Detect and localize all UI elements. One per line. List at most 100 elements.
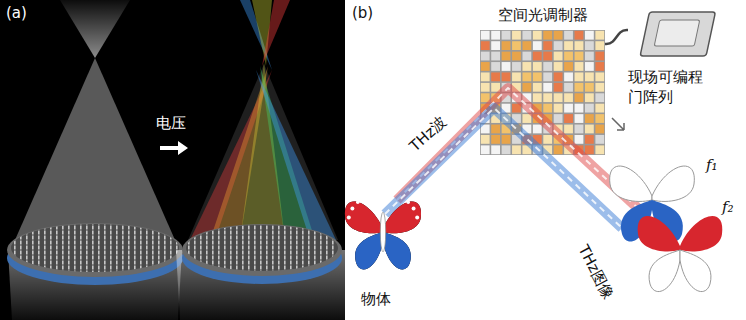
slm-pixel — [585, 83, 594, 92]
slm-pixel — [564, 41, 573, 50]
slm-pixel — [595, 125, 604, 134]
slm-box: 空间光调制器 — [480, 6, 605, 156]
slm-pixel — [522, 52, 531, 61]
slm-pixel — [575, 31, 584, 40]
slm-pixel — [575, 72, 584, 81]
slm-pixel — [481, 135, 490, 144]
slm-pixel — [575, 135, 584, 144]
thz-beams — [385, 88, 642, 228]
slm-pixel — [575, 83, 584, 92]
slm-pixel — [575, 52, 584, 61]
slm-pixel — [543, 62, 552, 71]
slm-pixel — [564, 93, 573, 102]
slm-pixel — [502, 145, 511, 154]
slm-pixel — [502, 41, 511, 50]
slm-pixel — [533, 125, 542, 134]
slm-pixel — [533, 72, 542, 81]
slm-pixel — [585, 62, 594, 71]
panel-label: (a) — [6, 4, 27, 22]
slm-pixel — [595, 104, 604, 113]
slm-pixel — [512, 41, 521, 50]
voltage-arrow — [160, 141, 188, 155]
slm-pixel — [502, 135, 511, 144]
slm-pixel — [554, 93, 563, 102]
slm-pixel — [595, 31, 604, 40]
slm-pixel — [585, 125, 594, 134]
slm-pixel — [533, 31, 542, 40]
slm-pixel — [522, 83, 531, 92]
slm-pixel — [554, 104, 563, 113]
image-butterfly-f2 — [638, 216, 723, 292]
slm-pixel — [554, 72, 563, 81]
panel-a-ground — [0, 0, 345, 320]
slm-pixel — [481, 52, 490, 61]
slm-pixel — [491, 125, 500, 134]
slm-pixel — [543, 104, 552, 113]
slm-pixel — [554, 52, 563, 61]
slm-pixel — [491, 145, 500, 154]
slm-pixel — [585, 104, 594, 113]
slm-pixel — [491, 41, 500, 50]
annotation: 物体 — [361, 290, 391, 308]
slm-pixel — [481, 145, 490, 154]
slm-pixel — [543, 41, 552, 50]
slm-pixel — [522, 31, 531, 40]
slm-pixel — [554, 83, 563, 92]
lens-right — [176, 0, 346, 320]
slm-pixel — [585, 41, 594, 50]
slm-pixel — [554, 114, 563, 123]
slm-pixel — [533, 41, 542, 50]
slm-pixel — [491, 31, 500, 40]
slm-pixel — [481, 62, 490, 71]
slm-pixel — [533, 62, 542, 71]
object-butterfly — [345, 201, 421, 270]
slm-pixel — [564, 114, 573, 123]
node-label: 空间光调制器 — [480, 6, 605, 26]
slm-pixel — [585, 72, 594, 81]
panel-label: (b) — [352, 4, 373, 22]
annotation: f₁ — [706, 156, 718, 174]
slm-pixel — [522, 72, 531, 81]
slm-pixel — [533, 93, 542, 102]
slm-pixel — [543, 52, 552, 61]
slm-pixel — [575, 41, 584, 50]
slm-pixel — [543, 93, 552, 102]
reflect-arrow — [612, 118, 624, 130]
slm-pixel — [491, 72, 500, 81]
slm-pixel — [543, 83, 552, 92]
annotation: THz图像 — [574, 242, 617, 302]
annotation: 电压 — [156, 114, 186, 132]
slm-pixel — [575, 104, 584, 113]
slm-pixel — [595, 145, 604, 154]
slm-pixel — [512, 31, 521, 40]
slm-pixel — [585, 114, 594, 123]
slm-pixel — [564, 104, 573, 113]
slm-pixel — [564, 31, 573, 40]
lens-left — [7, 0, 183, 320]
slm-pixel — [512, 52, 521, 61]
slm-pixel — [481, 83, 490, 92]
slm-pixel — [481, 72, 490, 81]
slm-pixel — [502, 62, 511, 71]
slm-pixel — [554, 41, 563, 50]
slm-pixel — [595, 52, 604, 61]
slm-pixel — [512, 145, 521, 154]
slm-pixel — [543, 135, 552, 144]
slm-pixel — [575, 62, 584, 71]
slm-pixel — [595, 41, 604, 50]
slm-pixel — [595, 83, 604, 92]
slm-pixel — [522, 114, 531, 123]
slm-pixel — [575, 93, 584, 102]
slm-pixel — [564, 83, 573, 92]
slm-pixel — [543, 31, 552, 40]
slm-pixel — [595, 72, 604, 81]
slm-pixel — [585, 93, 594, 102]
slm-pixel — [575, 114, 584, 123]
slm-pixel — [522, 62, 531, 71]
slm-pixel — [491, 52, 500, 61]
fpga-box: 现场可编程门阵列 — [628, 6, 718, 114]
slm-pixel — [564, 72, 573, 81]
